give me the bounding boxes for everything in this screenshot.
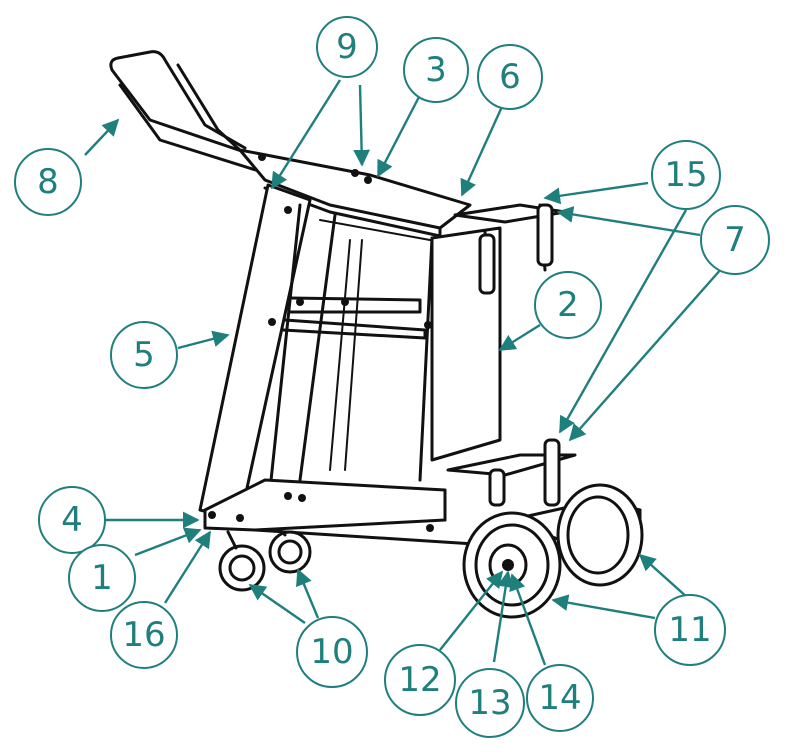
callout-8-label: 8 <box>37 162 59 202</box>
front-left-post <box>198 183 312 522</box>
callout-6: 6 <box>477 44 543 110</box>
callout-7-label: 7 <box>724 220 746 260</box>
callout-9-label: 9 <box>336 27 358 67</box>
callout-12-label: 12 <box>398 660 441 700</box>
callout-11: 11 <box>654 594 726 666</box>
callout-15-label: 15 <box>664 155 707 195</box>
front-casters <box>218 528 312 592</box>
callout-16-label: 16 <box>122 615 165 655</box>
callout-10-label: 10 <box>310 632 353 672</box>
welding-cart-drawing <box>109 50 644 619</box>
lower-bottle-holder <box>446 453 577 477</box>
callout-16: 16 <box>110 601 178 669</box>
callout-12: 12 <box>384 644 456 716</box>
callout-14-label: 14 <box>538 678 581 718</box>
callout-9: 9 <box>316 16 378 78</box>
callout-7: 7 <box>700 205 770 275</box>
callout-14: 14 <box>526 664 594 732</box>
callout-5: 5 <box>110 321 178 389</box>
callout-10: 10 <box>296 616 368 688</box>
callout-13: 13 <box>455 668 525 738</box>
callout-4-label: 4 <box>61 500 83 540</box>
callout-2: 2 <box>534 271 602 339</box>
middle-shelf <box>288 296 422 314</box>
callout-13-label: 13 <box>468 683 511 723</box>
handle-bar <box>109 50 270 162</box>
callout-2-label: 2 <box>557 285 579 325</box>
callout-3: 3 <box>403 37 469 103</box>
callout-3-label: 3 <box>425 50 447 90</box>
callout-5-label: 5 <box>133 335 155 375</box>
callout-1-label: 1 <box>91 558 113 598</box>
callout-4: 4 <box>38 486 106 554</box>
leader-lines <box>84 79 723 666</box>
callout-15: 15 <box>651 140 721 210</box>
callout-1: 1 <box>68 544 136 612</box>
callout-8: 8 <box>14 148 82 216</box>
callout-6-label: 6 <box>499 57 521 97</box>
callout-11-label: 11 <box>668 610 711 650</box>
